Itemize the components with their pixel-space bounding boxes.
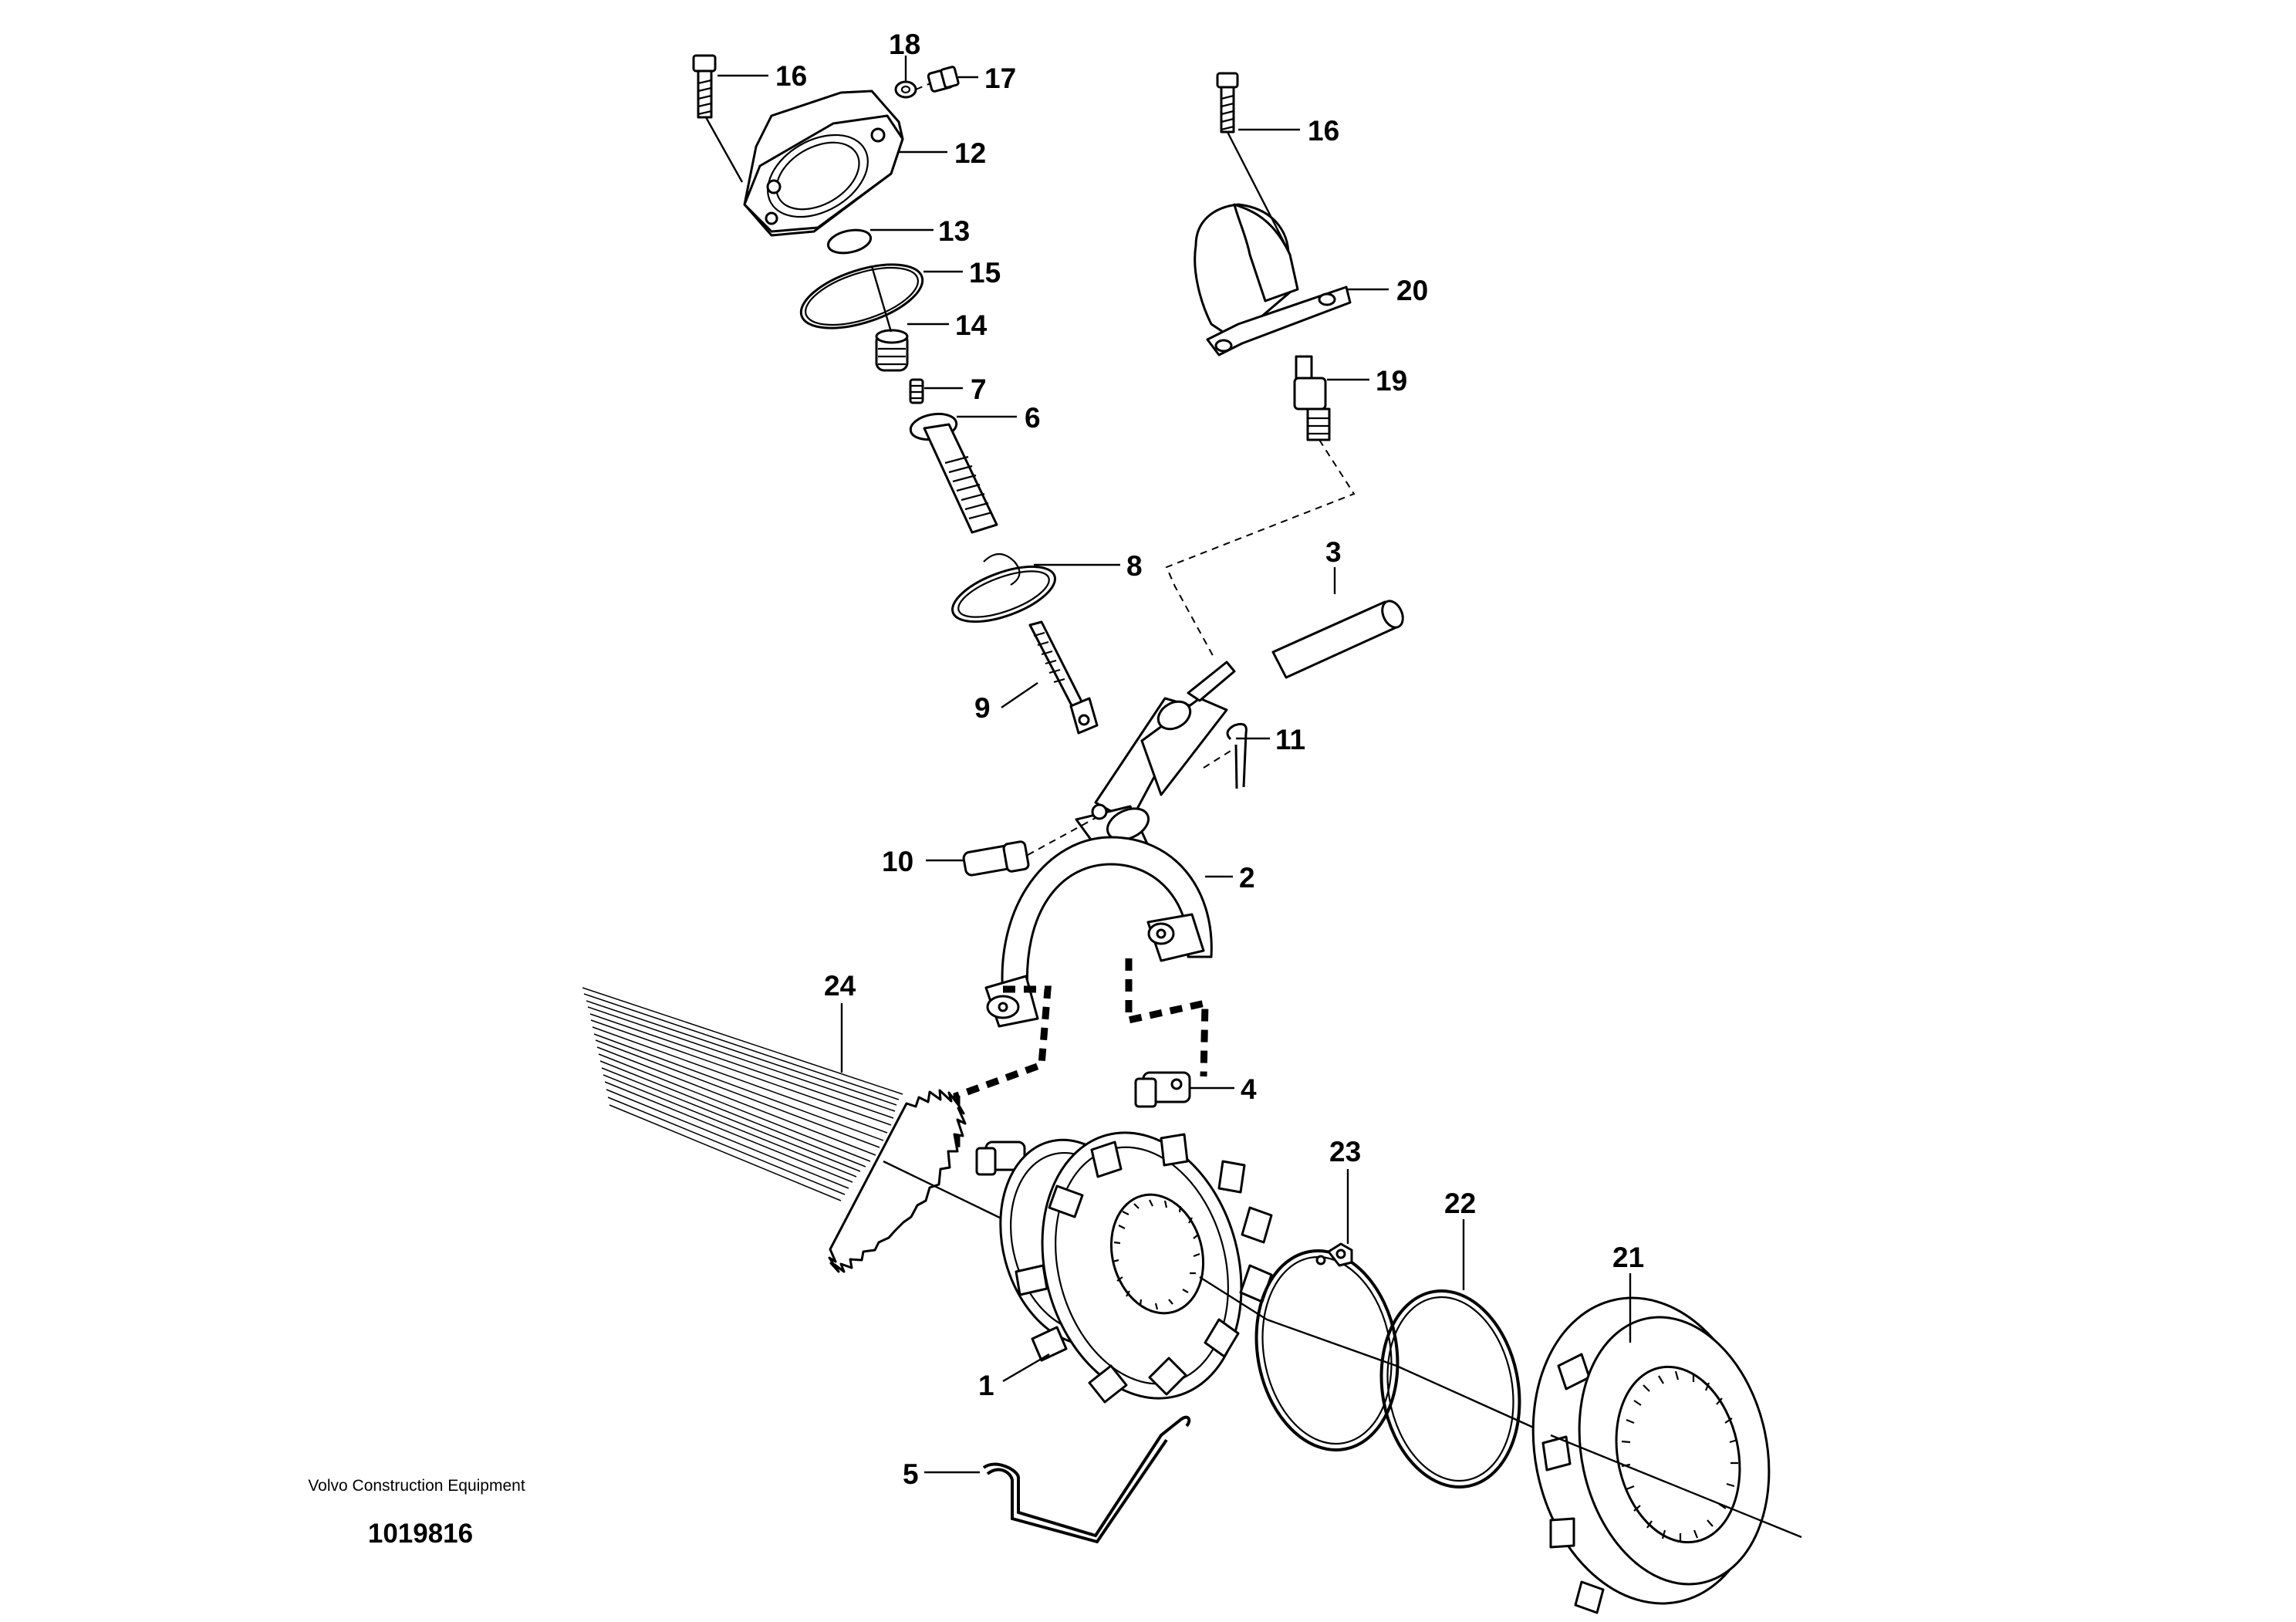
callout-10: 10 <box>882 846 913 877</box>
cotter-pin-11 <box>1226 722 1248 789</box>
callout-17: 17 <box>984 63 1016 94</box>
sensor-19 <box>1293 355 1331 441</box>
spring-clip-8 <box>951 552 1056 623</box>
o-ring-15 <box>799 263 924 329</box>
bolt-16-left <box>692 54 717 119</box>
callout-14: 14 <box>955 309 988 341</box>
ring-22 <box>1379 1289 1521 1489</box>
callout-2: 2 <box>1239 862 1255 894</box>
callout-3: 3 <box>1325 536 1342 568</box>
bushing-14 <box>875 329 909 372</box>
callout-7: 7 <box>971 373 987 405</box>
sliding-sleeve-1 <box>999 1131 1273 1404</box>
callout-8: 8 <box>1126 550 1143 582</box>
callout-19: 19 <box>1376 365 1407 397</box>
bolt-16-right <box>1216 72 1239 133</box>
callout-16: 16 <box>775 60 807 92</box>
callout-24: 24 <box>824 970 856 1002</box>
callout-11: 11 <box>1275 724 1305 755</box>
snap-ring-23 <box>1254 1242 1400 1451</box>
callout-23: 23 <box>1329 1136 1361 1168</box>
splined-shaft-24 <box>582 987 967 1273</box>
pin-7 <box>909 378 924 404</box>
hub-21 <box>1531 1296 1771 1614</box>
callout-18: 18 <box>889 29 920 60</box>
o-ring-13 <box>826 228 873 255</box>
callout-22: 22 <box>1444 1188 1476 1219</box>
callout-13: 13 <box>938 215 970 247</box>
callout-6: 6 <box>1025 402 1041 434</box>
callout-12: 12 <box>954 137 986 169</box>
cover-12 <box>743 90 904 237</box>
bolt-10 <box>962 840 1030 877</box>
washer-18 <box>894 80 917 99</box>
callout-20: 20 <box>1396 275 1428 306</box>
plug-17 <box>927 66 960 93</box>
manufacturer-caption: Volvo Construction Equipment <box>308 1477 525 1495</box>
callout-15: 15 <box>969 257 1001 289</box>
rod-9 <box>1028 620 1099 735</box>
callout-4: 4 <box>1241 1073 1257 1105</box>
spring-wire-5 <box>982 1415 1191 1544</box>
callout-21: 21 <box>1612 1242 1644 1273</box>
callout-5: 5 <box>903 1458 919 1490</box>
callout-16: 16 <box>1308 115 1339 147</box>
shoe-4 <box>1134 1071 1191 1108</box>
bracket-20 <box>1194 203 1352 357</box>
shoe-4-left <box>975 1140 1026 1176</box>
callout-9: 9 <box>974 692 991 724</box>
callout-1: 1 <box>978 1370 994 1401</box>
shift-fork-2 <box>984 661 1236 1028</box>
shift-shaft-6 <box>909 412 998 534</box>
pin-3 <box>1271 600 1404 679</box>
drawing-number: 1019816 <box>367 1519 474 1549</box>
